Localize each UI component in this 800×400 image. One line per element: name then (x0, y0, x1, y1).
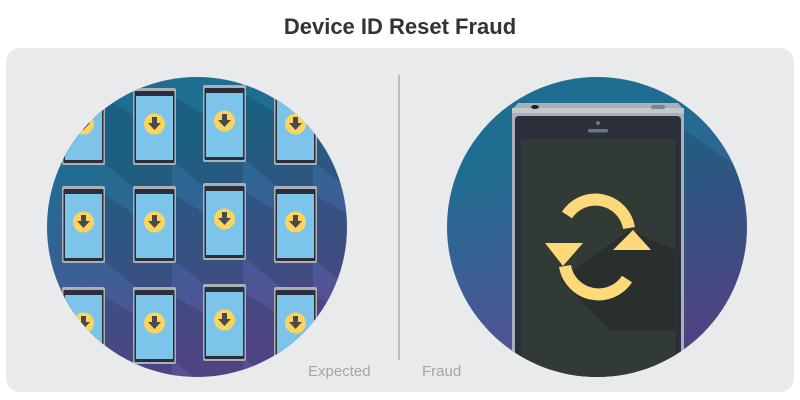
download-icon (73, 113, 94, 135)
page-title: Device ID Reset Fraud (283, 14, 517, 39)
fraud-circle (447, 77, 747, 377)
phone (274, 186, 347, 316)
phone-large (512, 103, 684, 377)
fraud-screen (521, 139, 675, 377)
fraud-label: Fraud (422, 363, 462, 380)
refresh-icon (545, 193, 675, 330)
expected-label: Expected (308, 363, 371, 380)
expected-circle (47, 77, 347, 377)
divider (398, 75, 400, 360)
phone (274, 287, 347, 377)
